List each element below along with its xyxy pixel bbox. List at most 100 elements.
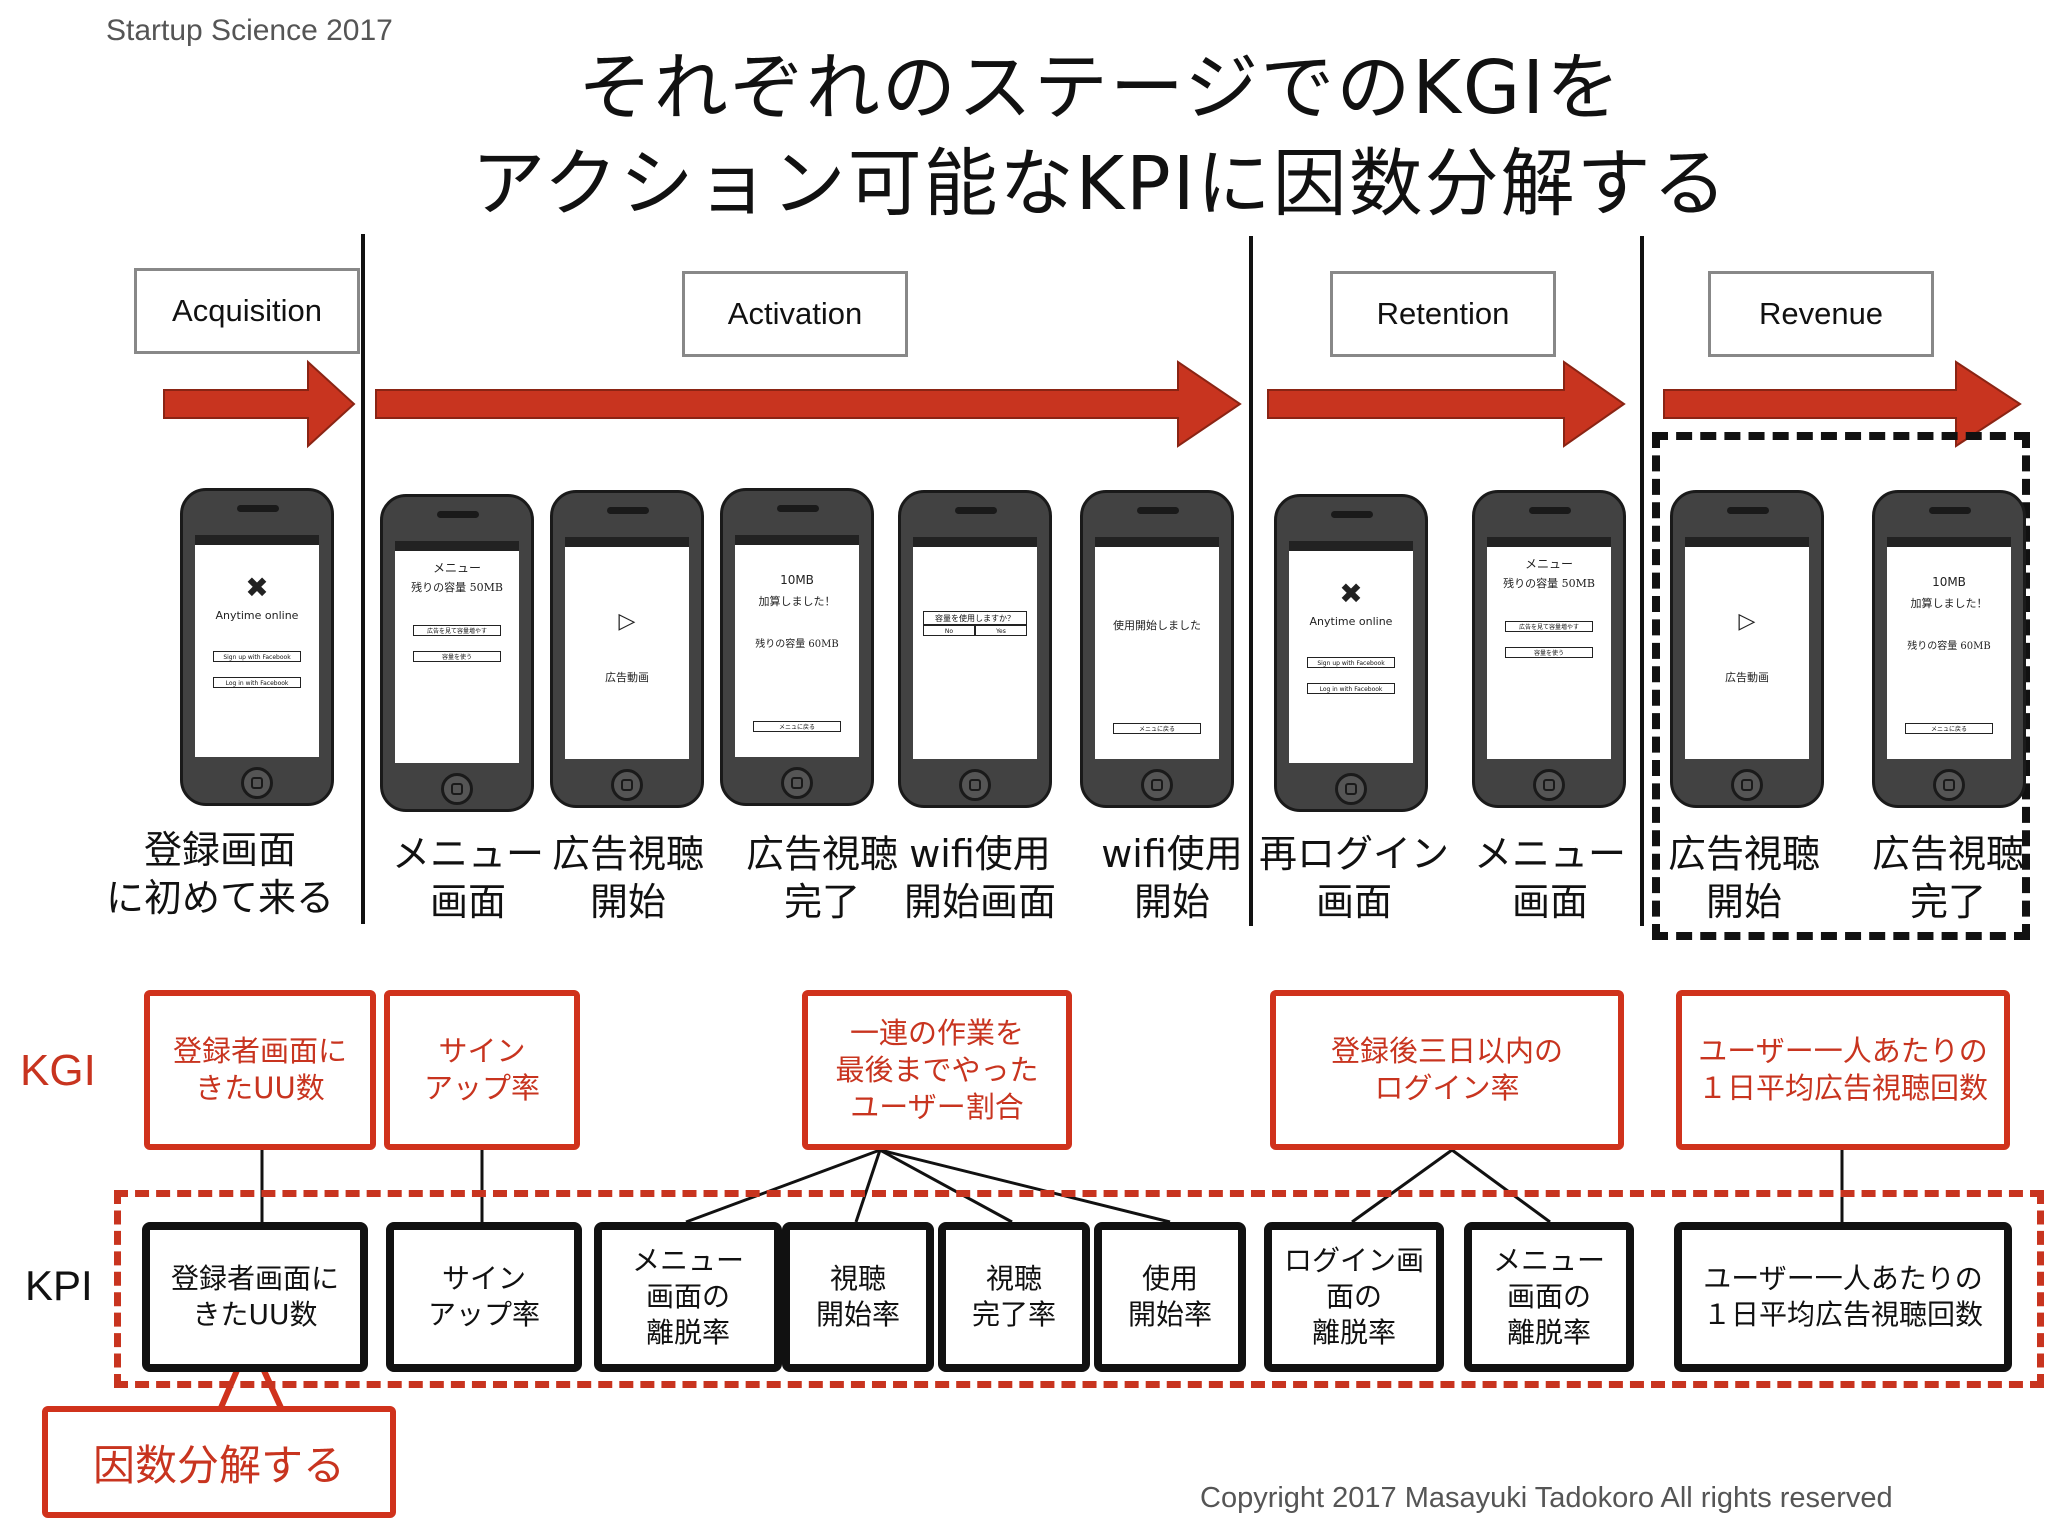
step-line: 広告視聴 bbox=[745, 832, 898, 876]
screen-text: 10MB bbox=[780, 573, 814, 587]
screen-button: Yes bbox=[975, 625, 1027, 636]
screen-text: 10MB bbox=[1932, 575, 1966, 589]
kgi-label: KGI bbox=[20, 1046, 96, 1095]
phone-mockup: ✖ Anytime online Sign up with Facebook L… bbox=[180, 488, 334, 806]
home-button bbox=[959, 769, 991, 801]
home-button bbox=[1731, 769, 1763, 801]
home-button bbox=[241, 767, 273, 799]
kpi-box: メニュー画面の離脱率 bbox=[594, 1222, 782, 1372]
step-line: 画面 bbox=[1511, 880, 1588, 924]
connector-line bbox=[1451, 1148, 1551, 1224]
kgi-line: ユーザー割合 bbox=[850, 1089, 1024, 1124]
home-button bbox=[611, 769, 643, 801]
speaker bbox=[1529, 507, 1571, 514]
home-button bbox=[1335, 773, 1367, 805]
kpi-line: きたUU数 bbox=[192, 1298, 318, 1331]
phone-mockup: メニュー 残りの容量 50MB 広告を見て容量増やす 容量を使う bbox=[380, 494, 534, 812]
kgi-line: 登録後三日以内の bbox=[1330, 1034, 1563, 1068]
screen-button: メニュに戻る bbox=[1113, 723, 1201, 734]
stage-retention: Retention bbox=[1330, 271, 1556, 357]
screen-button: Log in with Facebook bbox=[213, 677, 301, 688]
kpi-line: アップ率 bbox=[427, 1298, 540, 1331]
connector-line bbox=[854, 1149, 882, 1223]
kpi-line: 開始率 bbox=[815, 1298, 900, 1331]
kpi-box: 使用開始率 bbox=[1094, 1222, 1246, 1372]
screen-button: メニュに戻る bbox=[753, 721, 841, 732]
kpi-band bbox=[114, 1190, 2044, 1388]
kgi-box: 登録後三日以内のログイン率 bbox=[1270, 990, 1624, 1150]
step-caption: 広告視聴 開始 bbox=[548, 830, 708, 926]
kpi-line: 視聴 bbox=[985, 1262, 1042, 1295]
speaker bbox=[1331, 511, 1373, 518]
speaker bbox=[1137, 507, 1179, 514]
status-bar bbox=[735, 535, 859, 545]
arrow-revenue bbox=[1663, 360, 2022, 448]
step-line: 画面 bbox=[1315, 880, 1392, 924]
home-button bbox=[441, 773, 473, 805]
phone-mockup: 10MB 加算しました！ 残りの容量 60MB メニュに戻る bbox=[720, 488, 874, 806]
app-logo-icon: ✖ bbox=[1339, 577, 1363, 610]
home-button bbox=[781, 767, 813, 799]
status-bar bbox=[395, 541, 519, 551]
screen-text: 使用開始しました bbox=[1113, 619, 1201, 632]
kgi-box: 登録者画面にきたUU数 bbox=[144, 990, 376, 1150]
phone-screen: メニュー 残りの容量 50MB 広告を見て容量増やす 容量を使う bbox=[395, 541, 519, 763]
screen-text: Anytime online bbox=[1309, 615, 1393, 628]
phone-screen: ▷ 広告動画 bbox=[1685, 537, 1809, 759]
kpi-box: メニュー画面の離脱率 bbox=[1464, 1222, 1634, 1372]
stage-revenue: Revenue bbox=[1708, 271, 1934, 357]
phone-screen: ✖ Anytime online Sign up with Facebook L… bbox=[1289, 541, 1413, 763]
status-bar bbox=[1685, 537, 1809, 547]
step-caption: 広告視聴 完了 bbox=[742, 830, 902, 926]
header-label: Startup Science 2017 bbox=[106, 14, 393, 47]
step-line: メニュー bbox=[1473, 832, 1626, 876]
kpi-label: KPI bbox=[25, 1262, 93, 1309]
step-line: 画面 bbox=[429, 880, 506, 924]
status-bar bbox=[913, 537, 1037, 547]
status-bar bbox=[1095, 537, 1219, 547]
connector-line bbox=[685, 1148, 881, 1224]
phone-mockup: ✖ Anytime online Sign up with Facebook L… bbox=[1274, 494, 1428, 812]
status-bar bbox=[195, 535, 319, 545]
stage-activation: Activation bbox=[682, 271, 908, 357]
screen-button: 広告を見て容量増やす bbox=[1505, 621, 1593, 632]
kpi-line: １日平均広告視聴回数 bbox=[1702, 1298, 1983, 1331]
phone-screen: 10MB 加算しました！ 残りの容量 60MB メニュに戻る bbox=[735, 535, 859, 757]
step-caption: wifi使用 開始 bbox=[1092, 830, 1252, 926]
stage-divider bbox=[1249, 236, 1253, 926]
kpi-line: 視聴 bbox=[829, 1262, 886, 1295]
step-line: に初めて来る bbox=[105, 876, 334, 920]
step-line: メニュー bbox=[391, 832, 544, 876]
kpi-box: サインアップ率 bbox=[386, 1222, 582, 1372]
connector-line bbox=[879, 1148, 1171, 1224]
kpi-line: 開始率 bbox=[1127, 1298, 1212, 1331]
step-line: 広告視聴 bbox=[1667, 832, 1820, 876]
connector-line bbox=[879, 1148, 1013, 1224]
screen-text: 加算しました！ bbox=[758, 595, 836, 608]
kpi-line: メニュー bbox=[1492, 1244, 1605, 1277]
step-caption: 広告視聴 完了 bbox=[1868, 830, 2028, 926]
kpi-line: 登録者画面に bbox=[170, 1262, 339, 1295]
kpi-line: 画面の bbox=[645, 1280, 730, 1313]
step-line: 開始 bbox=[1705, 880, 1782, 924]
step-caption: メニュー 画面 bbox=[388, 830, 548, 926]
kpi-line: 離脱率 bbox=[1506, 1316, 1591, 1349]
step-line: 再ログイン bbox=[1258, 832, 1449, 876]
kpi-box: ログイン画面の離脱率 bbox=[1264, 1222, 1444, 1372]
status-bar bbox=[1487, 537, 1611, 547]
kpi-line: ユーザー一人あたりの bbox=[1703, 1262, 1983, 1295]
step-line: 開始 bbox=[1133, 880, 1210, 924]
kpi-line: 面の bbox=[1325, 1280, 1382, 1313]
connector-line bbox=[1351, 1148, 1453, 1224]
step-line: wifi使用 bbox=[909, 832, 1051, 876]
step-caption: wifi使用 開始画面 bbox=[900, 830, 1060, 926]
screen-text: 広告動画 bbox=[605, 671, 649, 684]
speaker bbox=[607, 507, 649, 514]
kpi-line: サイン bbox=[441, 1262, 526, 1295]
speaker bbox=[237, 505, 279, 512]
step-line: 完了 bbox=[783, 880, 860, 924]
speaker bbox=[1929, 507, 1971, 514]
